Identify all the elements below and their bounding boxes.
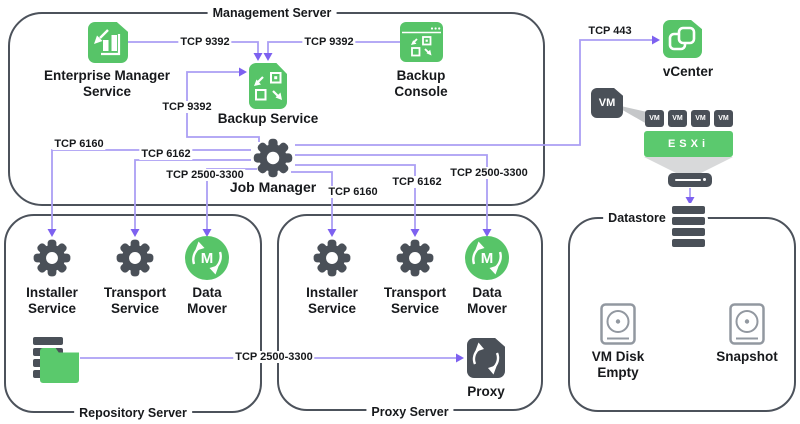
line-backup-service-to-vcenter bbox=[295, 39, 653, 146]
proxy-transport-label: Transport Service bbox=[383, 285, 447, 316]
job-manager-label: Job Manager bbox=[229, 179, 317, 195]
repo-data-mover-label: Data Mover bbox=[187, 285, 227, 316]
backup-service-icon bbox=[249, 63, 287, 109]
arrowheads bbox=[47, 35, 695, 363]
proxy-transport-gear-icon bbox=[394, 237, 436, 279]
datastore-stack-icon bbox=[672, 206, 705, 214]
line-jm-to-proxy-datamover bbox=[295, 154, 488, 231]
datastore-stack-icon bbox=[672, 217, 705, 225]
line-jm-to-proxy-installer bbox=[291, 171, 333, 231]
data-mover-letter: M bbox=[480, 249, 494, 267]
vm-guest-icon: VM bbox=[714, 110, 733, 127]
enterprise-manager-label: Enterprise Manager Service bbox=[43, 68, 171, 99]
port-label-tcp6160-right: TCP 6160 bbox=[326, 186, 380, 198]
repo-data-mover-icon: M bbox=[185, 236, 229, 280]
esxi-disk-device-icon bbox=[668, 173, 712, 187]
proxy-installer-label: Installer Service bbox=[306, 285, 358, 316]
repository-icon bbox=[33, 337, 63, 345]
vcenter-icon bbox=[663, 20, 702, 58]
repo-installer-gear-icon bbox=[31, 237, 73, 279]
port-label-tcp443: TCP 443 bbox=[586, 25, 634, 37]
repository-folder-icon bbox=[40, 348, 79, 383]
vm-disk-icon bbox=[600, 303, 636, 350]
proxy-icon bbox=[467, 338, 505, 378]
port-label-tcp2500-right: TCP 2500-3300 bbox=[448, 167, 530, 179]
esxi-host-bar: ESXi bbox=[644, 131, 733, 157]
proxy-data-mover-icon: M bbox=[465, 236, 509, 280]
vcenter-label: vCenter bbox=[662, 64, 714, 79]
port-label-tcp2500-repo-proxy: TCP 2500-3300 bbox=[233, 351, 315, 363]
enterprise-manager-icon bbox=[88, 22, 128, 63]
line-jobmanager-to-backup-service bbox=[186, 71, 260, 142]
datastore-stack-icon bbox=[672, 239, 705, 247]
proxy-server-title: Proxy Server bbox=[366, 405, 454, 419]
data-mover-letter: M bbox=[200, 249, 214, 267]
line-console-to-backup-service bbox=[267, 41, 400, 54]
port-label-tcp9392-jm: TCP 9392 bbox=[160, 101, 214, 113]
line-jm-to-proxy-transport bbox=[295, 164, 416, 231]
backup-console-icon bbox=[400, 22, 443, 62]
vm-guest-icon: VM bbox=[691, 110, 710, 127]
snapshot-icon bbox=[729, 303, 765, 350]
datastore-title: Datastore bbox=[603, 211, 671, 225]
vm-guest-icon: VM bbox=[645, 110, 664, 127]
repo-installer-label: Installer Service bbox=[26, 285, 78, 316]
management-server-title: Management Server bbox=[207, 6, 337, 20]
line-em-to-backup-service bbox=[128, 41, 259, 54]
proxy-installer-gear-icon bbox=[311, 237, 353, 279]
datastore-stack-icon bbox=[672, 228, 705, 236]
line-jm-to-repo-transport bbox=[134, 159, 251, 231]
proxy-label: Proxy bbox=[467, 384, 505, 399]
vm-disk-label: VM Disk Empty bbox=[591, 349, 645, 380]
repo-transport-gear-icon bbox=[114, 237, 156, 279]
repo-transport-label: Transport Service bbox=[103, 285, 167, 316]
port-label-tcp2500-left: TCP 2500-3300 bbox=[164, 169, 246, 181]
port-label-tcp6162-right: TCP 6162 bbox=[390, 176, 444, 188]
snapshot-label: Snapshot bbox=[716, 349, 778, 364]
port-label-tcp6160-left: TCP 6160 bbox=[52, 138, 106, 150]
proxy-data-mover-label: Data Mover bbox=[467, 285, 507, 316]
port-label-tcp9392-console: TCP 9392 bbox=[302, 36, 356, 48]
backup-console-label: Backup Console bbox=[394, 68, 448, 99]
backup-service-label: Backup Service bbox=[217, 111, 319, 126]
port-label-tcp9392-em: TCP 9392 bbox=[178, 36, 232, 48]
vm-guest-icon: VM bbox=[668, 110, 687, 127]
vm-host-icon: VM bbox=[591, 88, 623, 118]
repository-server-title: Repository Server bbox=[74, 406, 192, 420]
port-label-tcp6162-left: TCP 6162 bbox=[139, 148, 193, 160]
